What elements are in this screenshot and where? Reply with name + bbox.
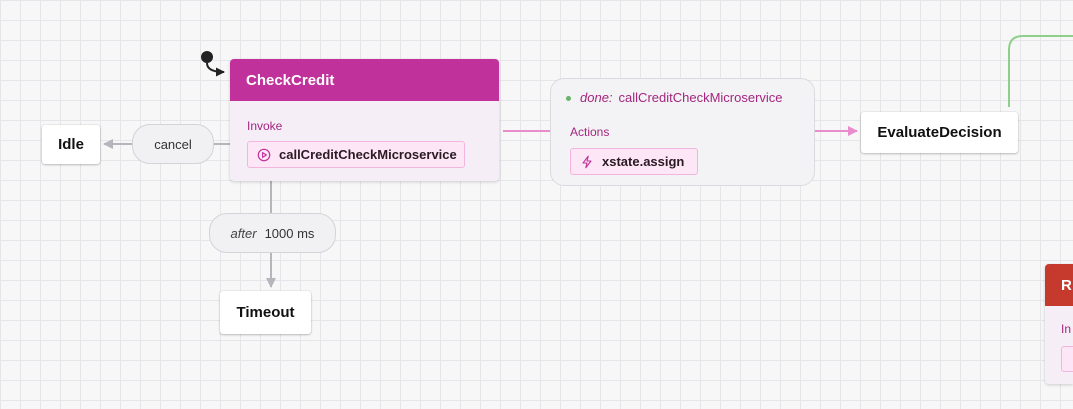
state-partial-title: R bbox=[1061, 276, 1072, 294]
state-partial-offscreen[interactable]: R In bbox=[1045, 264, 1073, 384]
invoke-service-chip[interactable]: callCreditCheckMicroservice bbox=[247, 141, 465, 168]
transition-done[interactable]: done: callCreditCheckMicroservice Actions… bbox=[550, 78, 815, 186]
state-idle[interactable]: Idle bbox=[42, 125, 100, 164]
action-name: xstate.assign bbox=[602, 154, 685, 169]
state-timeout[interactable]: Timeout bbox=[220, 291, 311, 334]
transition-cancel[interactable]: cancel bbox=[132, 124, 214, 164]
transition-after[interactable]: after 1000 ms bbox=[209, 213, 336, 253]
state-evaluate-decision-label: EvaluateDecision bbox=[877, 124, 1002, 141]
state-partial-section-label: In bbox=[1061, 322, 1072, 336]
state-check-credit-header: CheckCredit bbox=[230, 59, 499, 101]
transition-after-delay: 1000 ms bbox=[264, 225, 315, 241]
action-chip[interactable]: xstate.assign bbox=[570, 148, 698, 175]
transition-done-event-name: callCreditCheckMicroservice bbox=[618, 90, 783, 105]
actions-section-label: Actions bbox=[570, 125, 610, 139]
transition-done-keyword: done: bbox=[580, 90, 613, 105]
state-partial-header: R bbox=[1045, 264, 1073, 306]
invoke-section-label: Invoke bbox=[247, 119, 283, 133]
transition-done-event: done: callCreditCheckMicroservice bbox=[580, 90, 783, 105]
state-evaluate-decision[interactable]: EvaluateDecision bbox=[861, 112, 1018, 153]
lightning-icon bbox=[582, 155, 592, 168]
state-timeout-label: Timeout bbox=[236, 304, 295, 321]
initial-state-indicator bbox=[201, 51, 225, 77]
state-check-credit-title: CheckCredit bbox=[246, 71, 335, 89]
done-status-dot bbox=[566, 96, 571, 101]
invoke-service-name: callCreditCheckMicroservice bbox=[279, 147, 457, 162]
edge-evaluate-outgoing bbox=[1008, 35, 1073, 107]
state-idle-label: Idle bbox=[58, 136, 84, 153]
transition-cancel-label: cancel bbox=[154, 136, 192, 152]
play-circle-icon bbox=[257, 148, 271, 161]
transition-after-keyword: after bbox=[230, 225, 257, 241]
state-check-credit[interactable]: CheckCredit Invoke callCreditCheckMicros… bbox=[230, 59, 499, 181]
state-partial-chip bbox=[1061, 346, 1073, 372]
